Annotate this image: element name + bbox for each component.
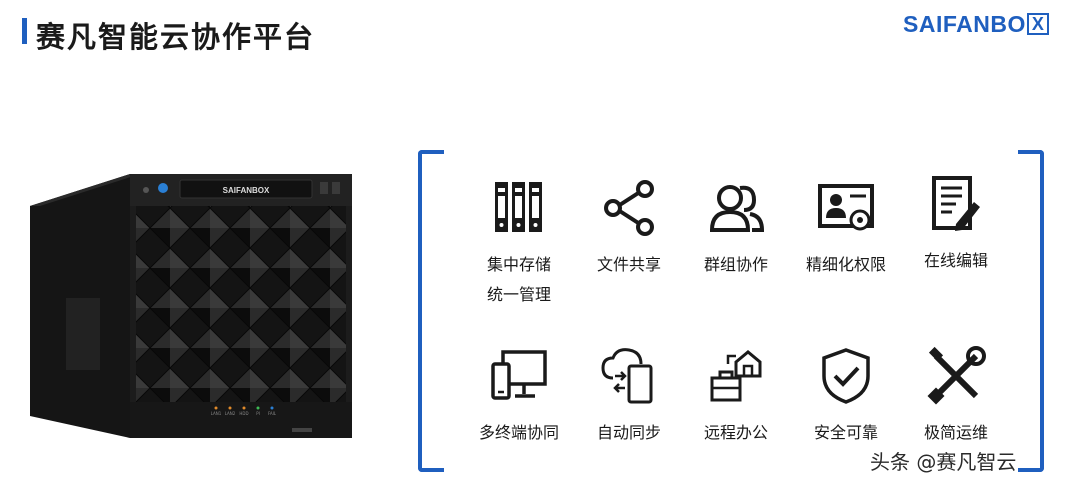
cloud-sync-icon xyxy=(601,348,653,404)
logo-text: SAIFANBO xyxy=(903,10,1026,37)
feature-label: 安全可靠 xyxy=(813,423,878,442)
nas-device-image: SAIFANBOX LAN1 LAN2 HDD PI FAIL xyxy=(30,174,352,438)
device-brand-label: SAIFANBOX xyxy=(223,186,270,195)
feature-label: 自动同步 xyxy=(596,423,661,442)
feature-auto-sync: 自动同步 xyxy=(564,346,694,448)
feature-multi-device: 多终端协同 xyxy=(454,346,584,448)
shield-check-icon xyxy=(822,348,870,404)
feature-label: 在线编辑 xyxy=(923,251,988,270)
tools-icon xyxy=(927,346,986,405)
feature-centralized-storage: 集中存储 统一管理 xyxy=(454,178,584,310)
feature-online-editing: 在线编辑 xyxy=(891,174,1021,276)
feature-label: 远程办公 xyxy=(703,423,768,442)
feature-label: 群组协作 xyxy=(703,255,768,274)
storage-icon xyxy=(495,182,542,232)
logo-box: X xyxy=(1026,13,1049,35)
title-accent-bar xyxy=(22,18,27,44)
led-label-fail: FAIL xyxy=(268,411,277,416)
feature-label: 文件共享 xyxy=(596,255,661,274)
share-icon xyxy=(604,180,654,236)
remote-office-icon xyxy=(710,350,762,402)
page-title: 赛凡智能云协作平台 xyxy=(36,20,316,54)
led-label-pi: PI xyxy=(256,411,260,416)
brand-logo: SAIFANBO X xyxy=(903,10,1049,38)
feature-label: 极简运维 xyxy=(923,423,988,442)
logo-box-letter: X xyxy=(1031,14,1044,34)
edit-document-icon xyxy=(932,176,980,231)
feature-label: 集中存储 统一管理 xyxy=(486,255,551,304)
group-icon xyxy=(709,185,765,232)
led-label-lan1: LAN1 xyxy=(211,411,222,416)
permission-icon xyxy=(818,184,874,231)
feature-group-collaboration: 群组协作 xyxy=(671,178,801,280)
multi-device-icon xyxy=(491,350,547,400)
watermark-text: 头条 @赛凡智云 xyxy=(870,450,1017,474)
led-label-hdd: HDD xyxy=(239,411,248,416)
feature-secure-reliable: 安全可靠 xyxy=(781,346,911,448)
feature-file-sharing: 文件共享 xyxy=(564,178,694,280)
led-label-lan2: LAN2 xyxy=(225,411,236,416)
feature-label: 多终端协同 xyxy=(478,423,559,442)
feature-remote-office: 远程办公 xyxy=(671,346,801,448)
panel-bracket-left xyxy=(418,150,444,472)
panel-bracket-right xyxy=(1018,150,1044,472)
feature-fine-permissions: 精细化权限 xyxy=(781,178,911,280)
feature-label: 精细化权限 xyxy=(805,255,886,274)
feature-simple-maintenance: 极简运维 xyxy=(891,346,1021,448)
